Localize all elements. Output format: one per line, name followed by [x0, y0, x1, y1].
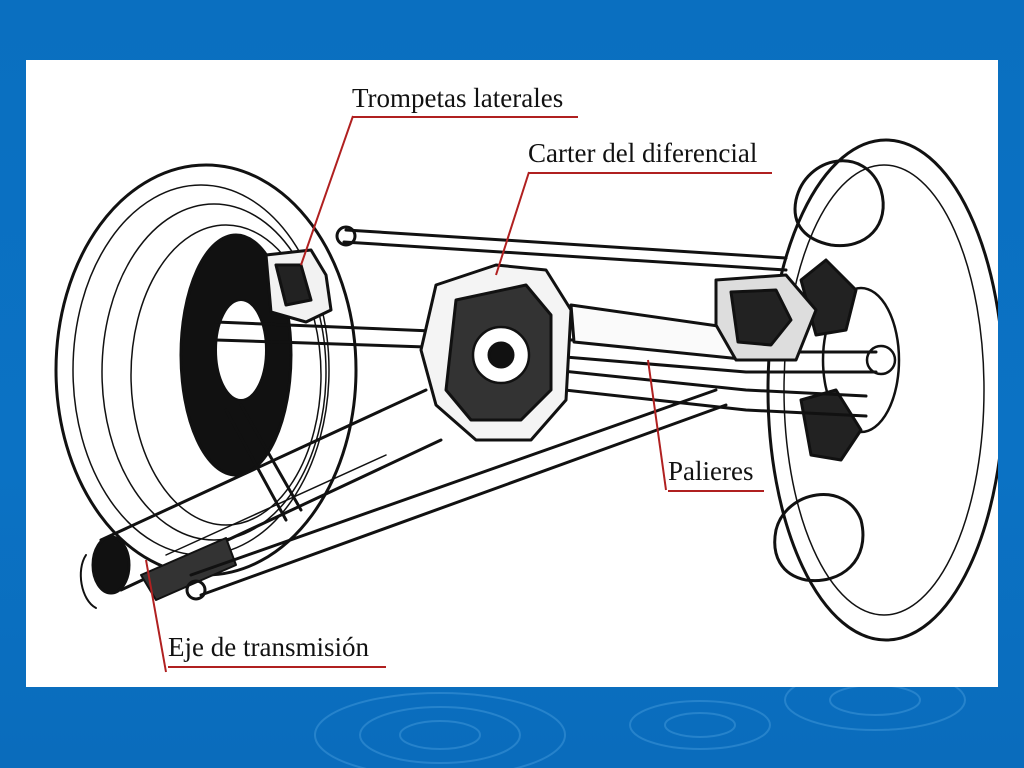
- differential-carter: [419, 263, 818, 442]
- left-wheel: [54, 163, 358, 577]
- underline-palieres: [668, 490, 764, 492]
- upper-link-rod: [335, 225, 788, 272]
- underline-carter: [528, 172, 772, 174]
- left-trumpet-housing: [264, 248, 333, 324]
- label-carter-del-diferencial: Carter del diferencial: [528, 138, 758, 168]
- left-lower-strut: [224, 403, 303, 522]
- diagonal-strut: [185, 388, 728, 601]
- underline-trompetas: [352, 116, 578, 118]
- label-eje-de-transmision: Eje de transmisión: [168, 632, 369, 662]
- label-trompetas-laterales: Trompetas laterales: [352, 83, 564, 113]
- rear-axle-drawing: [54, 115, 998, 673]
- leader-eje: [145, 559, 167, 673]
- drive-shaft-tube: [79, 388, 443, 609]
- diagram-panel: Trompetas laterales Carter del diferenci…: [26, 60, 998, 687]
- leader-carter: [495, 171, 530, 276]
- leader-trompetas: [300, 115, 354, 266]
- label-palieres: Palieres: [668, 456, 754, 486]
- underline-eje: [168, 666, 386, 668]
- right-wheel: [766, 138, 998, 642]
- leader-palieres: [647, 359, 667, 491]
